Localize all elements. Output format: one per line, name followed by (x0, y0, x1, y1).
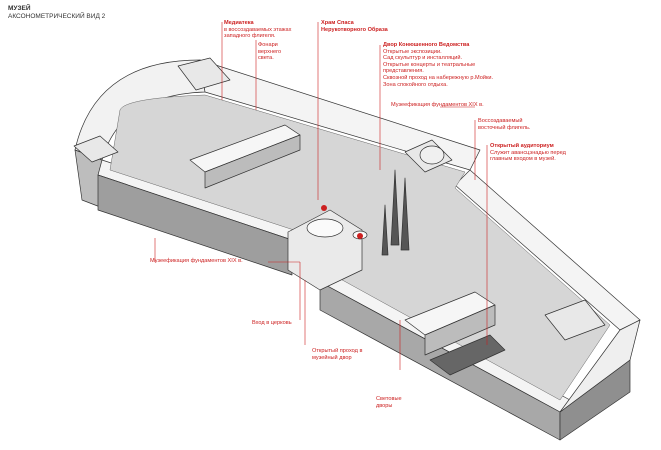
spire-3 (381, 204, 389, 256)
label-line: Открытые экспозиции. (383, 48, 442, 55)
header: МУЗЕЙ АКСОНОМЕТРИЧЕСКИЙ ВИД 2 (8, 5, 105, 21)
page-subtitle: АКСОНОМЕТРИЧЕСКИЙ ВИД 2 (8, 13, 106, 20)
markers (321, 205, 363, 239)
label-auditor: Открытый аудиториум Служит авансцэнадью … (490, 143, 566, 163)
label-line: дворы (376, 402, 393, 409)
marker-church-1 (321, 205, 327, 211)
label-line: Музеефикация фундаментов XIX в. (150, 258, 243, 264)
building (73, 57, 641, 441)
label-line: представления. (383, 68, 424, 75)
label-vossozd: Воссоздаваемый восточный флигель. (478, 118, 530, 131)
label-line: западного флигеля. (224, 33, 276, 40)
label-line: света. (258, 55, 274, 62)
inner-gallery-wall (204, 134, 301, 189)
label-line: Открытые концерты и театральные (383, 61, 476, 68)
label-line: верхнего (258, 48, 282, 55)
label-fonari: Фонари верхнего света. (258, 42, 281, 62)
label-title: Открытый аудиториум (490, 143, 554, 149)
leader-lines (154, 22, 488, 370)
spire-1 (390, 169, 400, 246)
east-inner-wall (424, 304, 496, 356)
label-line: в воссоздаваемых этажах (224, 26, 292, 33)
label-line: Сквозной проход на набережную р.Мойки. (383, 74, 494, 81)
label-vhod: Вход в церковь (252, 320, 292, 327)
label-line: Вход в церковь (252, 320, 292, 326)
label-line: восточный флигель. (478, 124, 531, 131)
label-mediateka: Медиатека в воссоздаваемых этажах западн… (224, 20, 291, 40)
label-line: главным входом в музей. (490, 156, 556, 163)
label-svetovye: Световые дворы (376, 396, 402, 409)
label-dvor: Двор Конюшенного Ведомства Открытые эксп… (383, 42, 493, 88)
label-line: Нерукотворного Образа (321, 26, 388, 33)
label-line: музейный двор (312, 354, 352, 361)
marker-church-2 (357, 233, 363, 239)
south-wing-facade (97, 174, 293, 276)
end-block-roof (559, 319, 641, 413)
label-line: Фонари (258, 42, 278, 48)
church-dome (306, 218, 344, 238)
label-muzeef-2: Музеефикация фундаментов XIX в. (150, 258, 243, 265)
spire-2 (400, 177, 410, 251)
label-hram: Храм Спаса Нерукотворного Образа (321, 20, 388, 33)
label-prohod: Открытый проход в музейный двор (312, 348, 362, 361)
label-line: Зона спокойного отдыха. (383, 81, 448, 88)
pavilion-w (73, 135, 119, 163)
pavilion-nw (177, 57, 231, 91)
label-title: Медиатека (224, 20, 254, 26)
auditorium-steps (429, 334, 506, 376)
label-line: Служит авансцэнадью перед (490, 149, 566, 156)
label-line: Сад скульптур и инсталляций. (383, 55, 463, 62)
church-body (287, 209, 363, 291)
label-muzeef-1: Музеефикация фундаментов XIX в. (391, 102, 484, 109)
label-line: Музеефикация фундаментов XIX в. (391, 102, 484, 108)
label-line: Воссоздаваемый (478, 118, 523, 124)
page-title: МУЗЕЙ (8, 5, 31, 12)
pavilion-se (544, 299, 606, 341)
label-line: Открытый проход в (312, 348, 363, 354)
label-title: Двор Конюшенного Ведомства (383, 42, 470, 48)
ne-dome (419, 145, 445, 165)
label-line: Световые (376, 396, 402, 402)
label-title: Храм Спаса (321, 20, 354, 26)
